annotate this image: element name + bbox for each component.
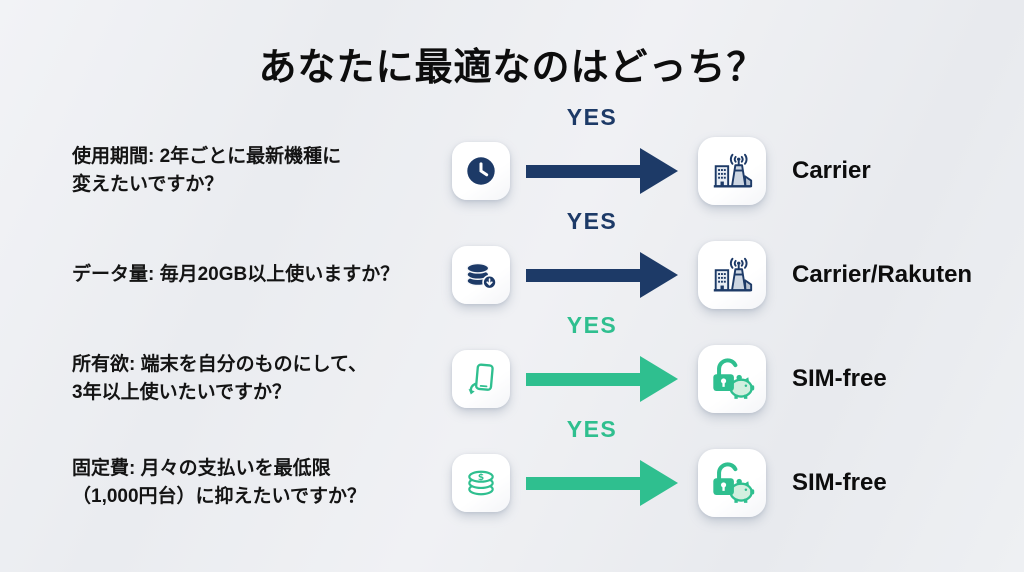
question-text: データ量: 毎月20GB以上使いますか？ [72, 263, 400, 285]
arrow-shape [526, 460, 678, 506]
yes-label: YES [566, 104, 618, 130]
coin-stack-icon: $ [463, 465, 499, 501]
arrow-shape [526, 148, 678, 194]
arrow-shape [526, 252, 678, 298]
result-icon-tile [698, 137, 766, 205]
result-icon-tile [698, 241, 766, 309]
yes-label: YES [566, 416, 618, 442]
arrow-shape [526, 356, 678, 402]
result-icon-tile [698, 345, 766, 413]
result-label: Carrier/Rakuten [792, 261, 973, 288]
decision-row-fixed-cost: 固定費: 月々の支払いを最低限 （1,000円台）に抑えたいですか？ $ YES [0, 416, 1024, 535]
result-label: Carrier [792, 157, 871, 184]
result-label: SIM-free [792, 365, 887, 392]
question-text: 使用期間: 2年ごとに最新機種に 変えたいですか？ [72, 145, 342, 196]
result-icon-tile [698, 449, 766, 517]
unlock-piggybank-icon [709, 460, 755, 506]
yes-arrow: YES [526, 208, 678, 298]
question-text: 固定費: 月々の支払いを最低限 （1,000円台）に抑えたいですか？ [72, 457, 366, 508]
question-icon-tile [452, 350, 510, 408]
yes-label: YES [566, 312, 618, 338]
yes-arrow: YES [526, 104, 678, 194]
decision-row-data-usage: データ量: 毎月20GB以上使いますか？ YES [0, 208, 1024, 327]
carrier-building-icon [709, 148, 755, 194]
unlock-piggybank-icon [709, 356, 755, 402]
yes-label: YES [566, 208, 618, 234]
page-title: あなたに最適なのはどっち？ [258, 47, 766, 89]
question-icon-tile: $ [452, 454, 510, 512]
decision-row-usage-period: 使用期間: 2年ごとに最新機種に 変えたいですか？ YES [0, 104, 1024, 223]
data-stack-icon [463, 257, 499, 293]
yes-arrow: YES [526, 312, 678, 402]
decision-rows: 使用期間: 2年ごとに最新機種に 変えたいですか？ YES [0, 104, 1024, 535]
question-text: 所有欲: 端末を自分のものにして、 3年以上使いたいですか？ [72, 353, 368, 404]
question-icon-tile [452, 142, 510, 200]
clock-icon [464, 154, 498, 188]
result-label: SIM-free [792, 469, 887, 496]
svg-text:$: $ [478, 473, 484, 483]
carrier-building-icon [709, 252, 755, 298]
yes-arrow: YES [526, 416, 678, 506]
question-icon-tile [452, 246, 510, 304]
phone-in-hand-icon [463, 361, 499, 397]
decision-row-ownership: 所有欲: 端末を自分のものにして、 3年以上使いたいですか？ YES [0, 312, 1024, 431]
